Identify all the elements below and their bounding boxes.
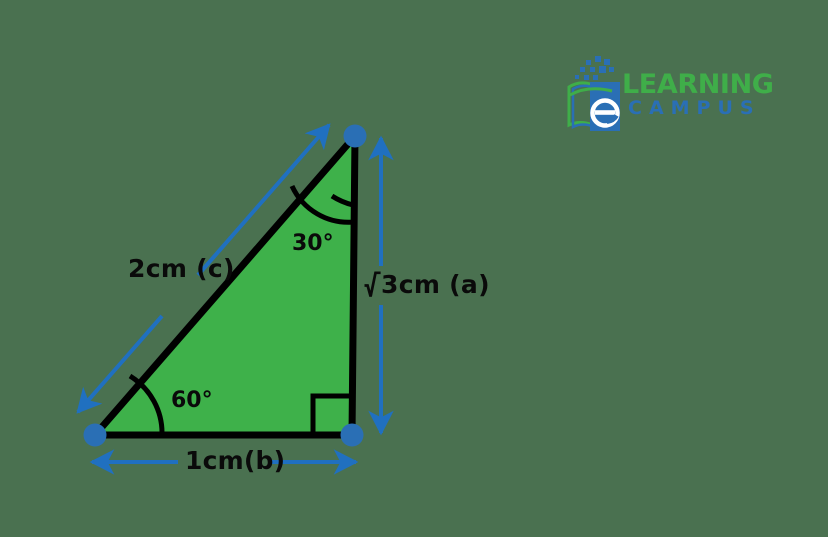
- angle-arc-30: [330, 193, 354, 208]
- adjacent-label: 1cm(b): [185, 446, 286, 475]
- logo-word-campus: CAMPUS: [628, 97, 761, 119]
- radical-glyph: [364, 271, 381, 297]
- logo-pixel-dots: [575, 56, 614, 80]
- vertex-dot-bottom-left: [83, 423, 107, 447]
- angle-label-60: 60°: [171, 388, 213, 413]
- hypotenuse-dimension-arrow: [76, 123, 331, 414]
- square-root-icon: [364, 271, 381, 298]
- opposite-label: 3cm (a): [364, 271, 490, 298]
- angle-arc-top: [289, 184, 355, 225]
- right-angle-marker: [310, 393, 352, 435]
- logo-swoosh: [569, 87, 613, 97]
- logo-book-icon: [567, 56, 620, 131]
- vertex-dot-top: [343, 124, 367, 148]
- angle-arc-60: [128, 373, 165, 436]
- logo-word-learning: LEARNING: [622, 69, 774, 100]
- vertex-dot-bottom-right: [340, 423, 364, 447]
- hypotenuse-label: 2cm (c): [128, 254, 235, 283]
- elearning-campus-logo: LEARNING CAMPUS: [566, 55, 774, 133]
- triangle-outline: [87, 126, 359, 439]
- logo-wordmark: LEARNING CAMPUS: [622, 69, 774, 129]
- logo-letter-e: [590, 98, 620, 128]
- angle-label-30: 30°: [292, 231, 334, 256]
- opposite-label-text: 3cm (a): [381, 270, 490, 299]
